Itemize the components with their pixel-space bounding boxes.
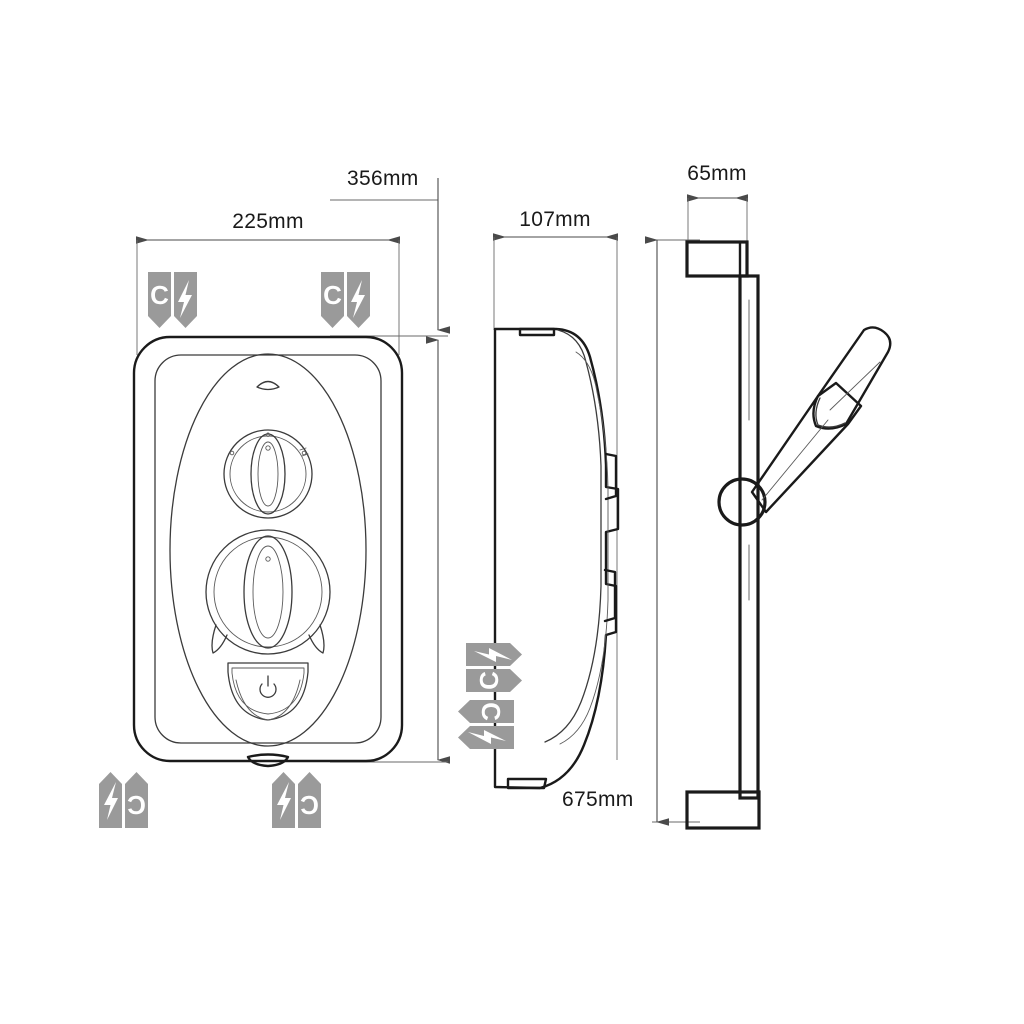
indicator-light bbox=[256, 380, 280, 391]
side-lower-knob-profile bbox=[603, 568, 617, 623]
knob-scale-ticks bbox=[299, 447, 309, 457]
front-badge-bottom-right bbox=[272, 772, 321, 828]
power-knob-grip-inner bbox=[252, 545, 284, 639]
temperature-knob-inner-ring bbox=[229, 435, 307, 513]
front-badge-bottom-left bbox=[99, 772, 148, 828]
front-casing-inner-bezel bbox=[154, 354, 382, 744]
power-symbol-icon bbox=[259, 675, 277, 698]
side-view bbox=[493, 327, 620, 790]
front-badge-top-left bbox=[148, 272, 197, 328]
rail-dimensions: 65mm 675mm bbox=[562, 162, 749, 826]
handset-head-collar bbox=[815, 397, 846, 428]
handset-head bbox=[812, 326, 892, 430]
power-button[interactable] bbox=[227, 662, 309, 721]
temperature-knob-outer-ring bbox=[223, 429, 313, 519]
side-profile-inner-contour-2 bbox=[559, 351, 609, 745]
side-profile-outline bbox=[493, 327, 620, 790]
temperature-knob-grip bbox=[250, 433, 286, 515]
handset-head-highlight bbox=[829, 361, 881, 411]
front-view bbox=[132, 335, 404, 768]
front-fascia-oval bbox=[169, 353, 367, 747]
side-cable-entry bbox=[506, 777, 548, 790]
side-top-lip bbox=[518, 327, 556, 337]
front-casing-outline bbox=[132, 335, 404, 763]
cable-entry bbox=[246, 753, 290, 768]
side-upper-knob-profile bbox=[604, 452, 618, 501]
dim-label-bracket-65: 65mm bbox=[687, 162, 747, 185]
power-button-panel bbox=[227, 662, 309, 721]
temperature-knob-grip-inner bbox=[257, 441, 279, 507]
knob-marker-right bbox=[301, 450, 307, 456]
dim-label-height-356: 356mm bbox=[347, 167, 419, 190]
handset-holder-slider[interactable] bbox=[717, 477, 767, 527]
power-knob-inner-ring bbox=[213, 536, 323, 648]
dim-label-rail-675: 675mm bbox=[562, 788, 634, 811]
power-knob-grip bbox=[243, 535, 293, 649]
side-badge-lower bbox=[458, 700, 514, 749]
power-knob-marker bbox=[265, 556, 271, 562]
riser-rail-view bbox=[685, 240, 892, 830]
power-button-panel-inner bbox=[231, 667, 305, 715]
front-badge-top-right bbox=[321, 272, 370, 328]
power-button-panel-arc bbox=[235, 679, 301, 721]
front-view-dimensions: 356mm 225mm bbox=[135, 167, 451, 764]
rail-top-bracket bbox=[685, 240, 749, 278]
temperature-control-knob[interactable] bbox=[223, 429, 313, 519]
side-view-dimensions: 107mm bbox=[492, 208, 619, 760]
rail-tube bbox=[738, 274, 760, 800]
knob-marker-left bbox=[229, 450, 235, 456]
rail-bottom-bracket bbox=[685, 790, 761, 830]
dim-label-width-225: 225mm bbox=[232, 210, 304, 233]
knob-top-symbol bbox=[265, 432, 271, 437]
shower-handset bbox=[750, 326, 892, 514]
power-knob-left-wing bbox=[211, 624, 228, 654]
power-knob-right-wing bbox=[308, 624, 325, 654]
handset-handle-highlight bbox=[761, 419, 829, 501]
power-selector-knob[interactable] bbox=[205, 529, 331, 655]
power-knob-outer-ring bbox=[205, 529, 331, 655]
dim-label-depth-107: 107mm bbox=[519, 208, 591, 231]
side-profile-inner-contour bbox=[544, 329, 602, 743]
knob-marker-center bbox=[265, 445, 271, 451]
